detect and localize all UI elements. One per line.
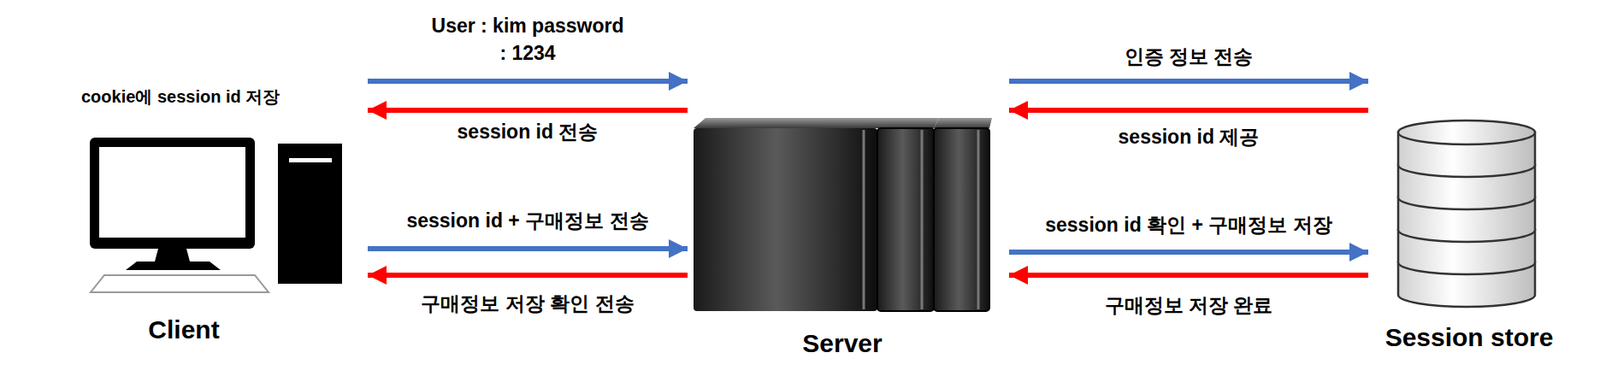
server-icon bbox=[693, 118, 992, 312]
arrow-label: 구매정보 저장 확인 전송 bbox=[418, 289, 637, 318]
rack-unit bbox=[693, 128, 878, 312]
note-label: cookie에 session id 저장 bbox=[81, 85, 280, 109]
node-label: Server bbox=[802, 329, 882, 360]
keyboard bbox=[90, 275, 269, 293]
arrow-label: User : kim password : 1234 bbox=[426, 11, 629, 67]
flow-arrow bbox=[1009, 78, 1369, 84]
flow-arrow bbox=[1009, 107, 1369, 113]
disk-top bbox=[1398, 120, 1536, 145]
flow-arrow bbox=[367, 272, 688, 278]
arrow-label: 인증 정보 전송 bbox=[1121, 42, 1257, 71]
rack-top bbox=[933, 118, 992, 129]
arrow-label: 구매정보 저장 완료 bbox=[1102, 291, 1276, 319]
flow-arrow bbox=[367, 107, 688, 113]
database-icon bbox=[1398, 120, 1536, 308]
arrow-label: session id 제공 bbox=[1115, 123, 1263, 151]
rack-ridge bbox=[921, 129, 924, 310]
monitor-screen bbox=[99, 147, 246, 238]
flow-arrow bbox=[367, 246, 688, 252]
flow-arrow bbox=[1009, 272, 1369, 278]
computer-icon bbox=[89, 137, 343, 293]
rack-unit bbox=[877, 128, 934, 312]
arrow-label: session id + 구매정보 전송 bbox=[403, 206, 651, 235]
node-label: Session store bbox=[1385, 323, 1554, 354]
monitor-frame bbox=[89, 137, 255, 249]
flow-arrow bbox=[367, 78, 688, 84]
rack-ridge bbox=[862, 129, 866, 310]
device-node: Client bbox=[85, 132, 347, 357]
arrow-label: session id 확인 + 구매정보 저장 bbox=[1042, 211, 1335, 239]
device-node: Session store bbox=[1376, 118, 1574, 363]
rack-ridge bbox=[977, 129, 981, 310]
rack-top bbox=[693, 118, 890, 129]
rack-unit bbox=[933, 128, 990, 312]
pc-tower bbox=[277, 143, 343, 284]
monitor-base bbox=[125, 261, 221, 271]
flow-arrow bbox=[1009, 249, 1369, 255]
rack-top bbox=[877, 118, 939, 129]
node-label: Client bbox=[147, 315, 219, 346]
tower-slot bbox=[289, 158, 332, 163]
arrow-label: session id 전송 bbox=[454, 118, 602, 146]
device-node: Server bbox=[690, 115, 992, 369]
monitor-neck bbox=[154, 248, 190, 262]
